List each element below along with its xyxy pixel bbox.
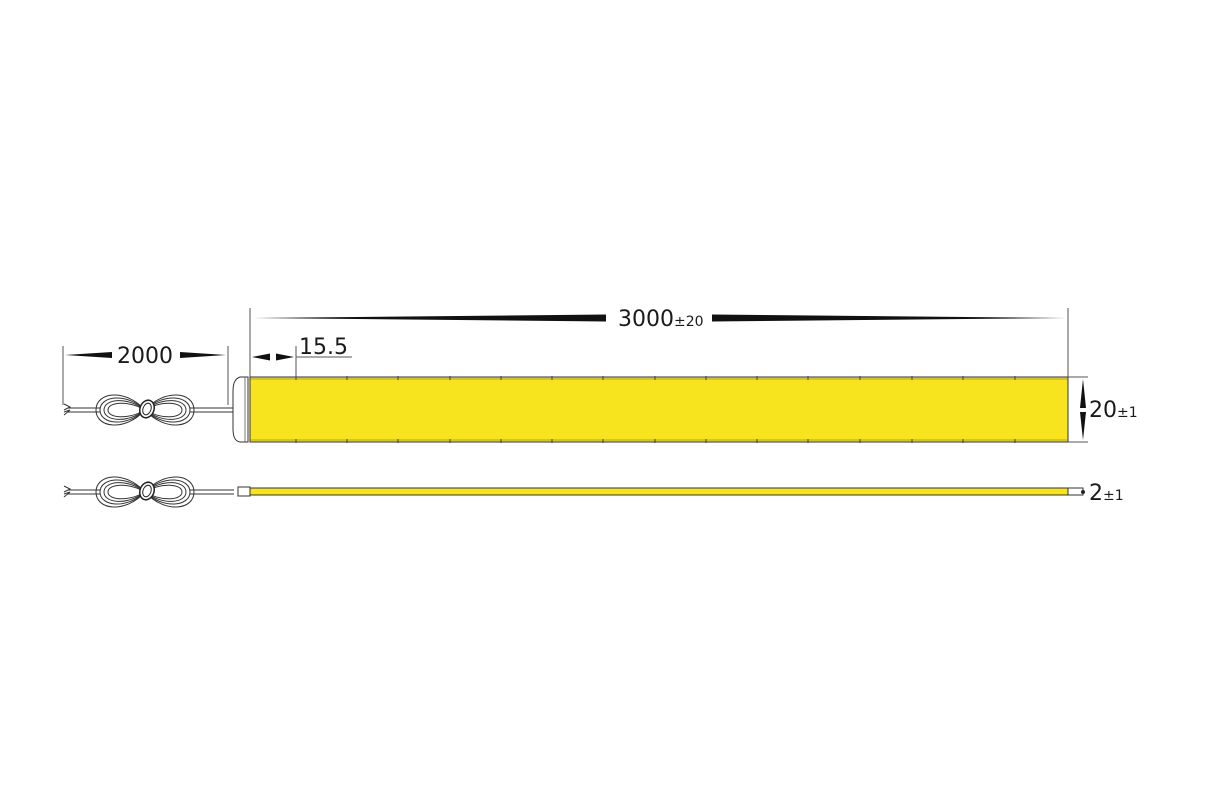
top-view: 3000±20 2000 15.5 — [62, 307, 1138, 443]
end-cap-side — [237, 486, 251, 497]
segment-pitch-value: 15.5 — [299, 335, 348, 360]
segment-ticks — [295, 376, 1016, 443]
end-cap — [232, 376, 249, 443]
dimension-strip-length: 3000±20 — [249, 307, 1069, 378]
cable-length-value: 2000 — [117, 344, 173, 369]
coiled-cable-icon — [63, 394, 234, 426]
strip-tip — [1067, 487, 1084, 496]
strip-thickness-value: 2 — [1089, 481, 1103, 506]
side-view: 2±1 — [63, 476, 1124, 508]
dimension-strip-thickness: 2±1 — [1089, 481, 1124, 506]
strip-width-tolerance: ±1 — [1117, 405, 1138, 421]
led-strip-side — [249, 487, 1069, 496]
dimension-segment-pitch: 15.5 — [252, 335, 352, 378]
led-strip-top — [249, 376, 1069, 443]
coiled-cable-side-icon — [63, 476, 234, 508]
strip-thickness-tolerance: ±1 — [1103, 488, 1124, 504]
svg-text:3000±20: 3000±20 — [618, 307, 704, 332]
strip-width-value: 20 — [1089, 398, 1117, 423]
dimension-strip-width: 20±1 — [1068, 376, 1138, 443]
svg-text:20±1: 20±1 — [1089, 398, 1138, 423]
strip-length-tolerance: ±20 — [674, 314, 704, 330]
strip-length-value: 3000 — [618, 307, 674, 332]
dimension-cable-length: 2000 — [62, 344, 229, 405]
